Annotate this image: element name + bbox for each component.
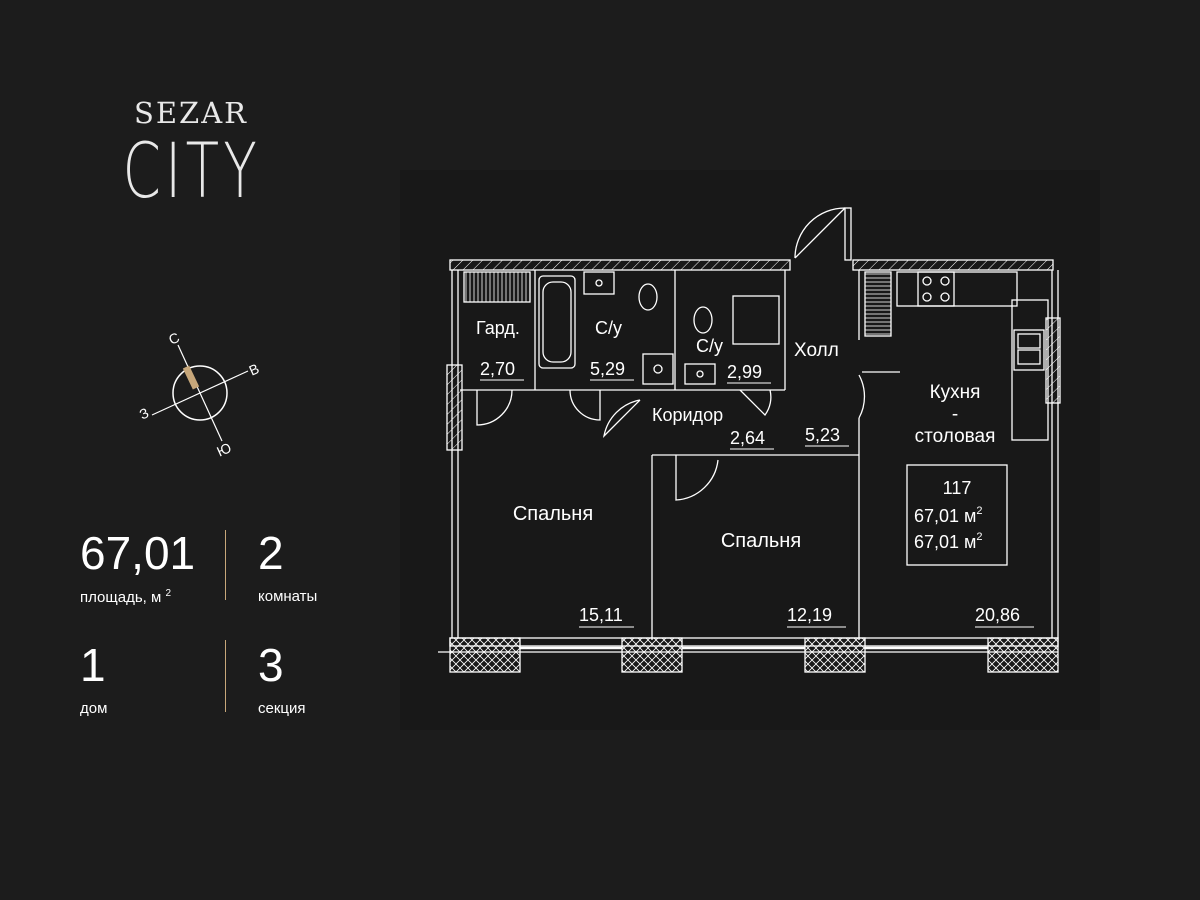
- stat-divider: [225, 640, 226, 712]
- toilet: [693, 306, 713, 334]
- section-label: секция: [258, 700, 306, 717]
- rooms-label: комнаты: [258, 588, 318, 605]
- area-value: 67,01: [80, 527, 196, 579]
- kitchen-counter-right: [1011, 299, 1049, 441]
- apartment-info-box: [906, 464, 1008, 566]
- bathtub: [538, 275, 576, 369]
- apartment-area-2: 67,01 м2: [914, 531, 983, 552]
- logo: SEZAR CITY: [96, 96, 286, 215]
- compass-south-label: Ю: [214, 439, 233, 459]
- area-label: площадь, м 2: [80, 588, 172, 606]
- stat-area: 67,01 площадь, м 2: [80, 530, 195, 606]
- bottom-wall: [449, 637, 1059, 647]
- room-name-bath1: С/у: [595, 318, 622, 338]
- compass-north-label: С: [166, 329, 182, 348]
- room-area-bath1: 5,29: [590, 359, 625, 379]
- stat-divider: [225, 530, 226, 600]
- room-name-bedroom1: Спальня: [513, 503, 593, 525]
- apartment-area-1: 67,01 м2: [914, 505, 983, 526]
- compass-west-label: З: [137, 404, 151, 422]
- logo-top-text: SEZAR: [134, 96, 248, 130]
- garderobe-rack: [463, 271, 531, 303]
- shower: [732, 295, 780, 345]
- top-wall-right: [852, 259, 1054, 271]
- top-wall-left: [449, 259, 791, 271]
- room-name-kitchen-2: -: [952, 404, 958, 425]
- floor-plan: Гард. 2,70 С/у 5,29 С/у 2,99 Холл 5,23 К…: [400, 170, 1100, 730]
- entrance-door: [794, 207, 846, 259]
- door-arc: [675, 455, 719, 501]
- toilet: [638, 283, 658, 311]
- bottom-panel-4: [987, 637, 1059, 673]
- apartment-number: 117: [943, 478, 972, 498]
- house-value: 1: [80, 639, 106, 691]
- door-arc: [476, 389, 513, 426]
- room-area-corridor: 2,64: [730, 428, 765, 448]
- door-arc: [739, 389, 772, 416]
- room-name-gard: Гард.: [476, 318, 520, 338]
- room-name-kitchen-1: Кухня: [930, 382, 981, 403]
- section-value: 3: [258, 639, 284, 691]
- rooms-value: 2: [258, 527, 284, 579]
- right-wall-panel: [1045, 317, 1061, 404]
- room-name-bath2: С/у: [696, 336, 723, 356]
- kitchen-fridge-block: [864, 271, 892, 337]
- door-arc: [602, 399, 641, 438]
- compass-east-label: В: [246, 360, 261, 378]
- door-arc: [569, 389, 601, 421]
- stat-rooms: 2 комнаты: [258, 530, 317, 605]
- room-area-bedroom2: 12,19: [787, 605, 832, 625]
- room-name-bedroom2: Спальня: [721, 530, 801, 552]
- house-label: дом: [80, 700, 108, 717]
- room-name-corridor: Коридор: [652, 405, 723, 425]
- stat-section: 3 секция: [258, 642, 306, 717]
- logo-bottom-text: CITY: [122, 126, 262, 215]
- bottom-panel-3: [804, 637, 866, 673]
- left-wall-panel: [446, 364, 463, 451]
- washing-machine: [642, 353, 674, 385]
- room-name-kitchen-3: столовая: [915, 426, 996, 447]
- room-area-hall: 5,23: [805, 425, 840, 445]
- bottom-panel-1: [449, 637, 521, 673]
- room-area-gard: 2,70: [480, 359, 515, 379]
- door-arc: [858, 371, 900, 419]
- sink: [684, 363, 716, 385]
- compass-icon: С В З Ю: [137, 329, 262, 460]
- sink: [583, 271, 615, 295]
- kitchen-counter: [896, 271, 1018, 307]
- room-name-hall: Холл: [794, 340, 839, 361]
- bottom-panel-2: [621, 637, 683, 673]
- stat-house: 1 дом: [80, 642, 107, 717]
- stove: [917, 271, 955, 307]
- room-area-kitchen: 20,86: [975, 605, 1020, 625]
- floor-plan-drawing: Гард. 2,70 С/у 5,29 С/у 2,99 Холл 5,23 К…: [438, 207, 1061, 673]
- room-area-bath2: 2,99: [727, 362, 762, 382]
- room-area-bedroom1: 15,11: [579, 605, 623, 625]
- kitchen-sink: [1013, 329, 1045, 371]
